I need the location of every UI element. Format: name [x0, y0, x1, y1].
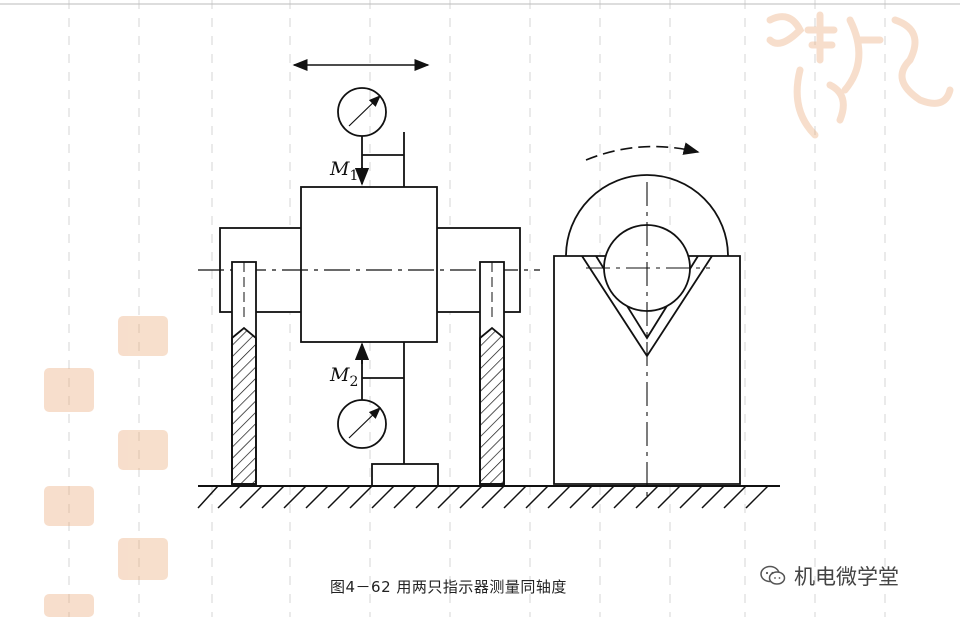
- watermark-stamps: [44, 316, 168, 617]
- v-support-left: [231, 261, 257, 485]
- label-m2-main: M: [330, 364, 350, 386]
- brand-watermark: 机电微学堂: [760, 561, 899, 591]
- dial-indicator-top: [337, 87, 404, 186]
- label-m1: M1: [330, 158, 358, 184]
- label-m1-sub: 1: [349, 167, 359, 184]
- label-m2-sub: 2: [349, 373, 359, 390]
- watermark-large: [766, 11, 954, 139]
- rotation-arrow: [585, 142, 700, 161]
- brand-text: 机电微学堂: [794, 565, 899, 589]
- dial-indicator-bottom: [337, 342, 404, 449]
- v-support-right: [479, 261, 505, 485]
- ground-base: [197, 485, 780, 509]
- wechat-icon: [760, 565, 786, 585]
- end-view-centerlines: [586, 182, 710, 498]
- label-m1-main: M: [330, 158, 350, 180]
- figure-caption: 图4－62 用两只指示器测量同轴度: [330, 578, 567, 596]
- workpiece-shaft: [219, 186, 521, 343]
- label-m2: M2: [330, 364, 358, 390]
